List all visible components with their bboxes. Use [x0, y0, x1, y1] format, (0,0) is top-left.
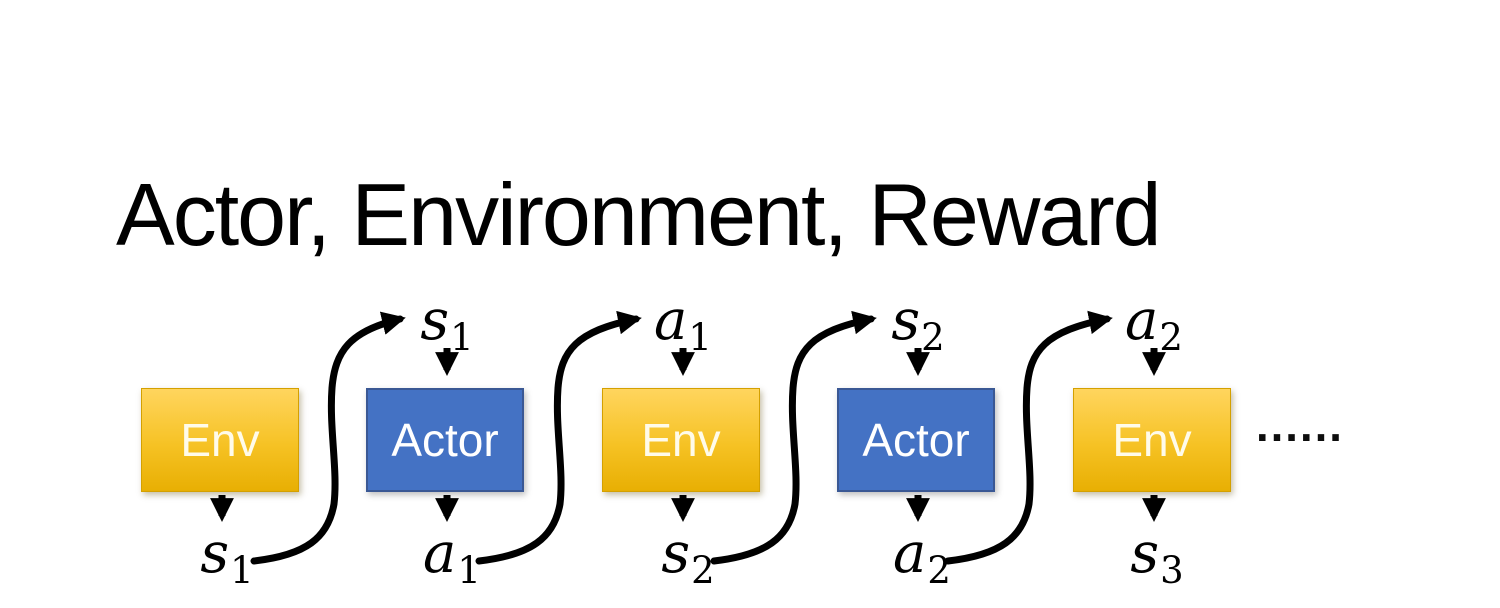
- math-base: s: [420, 288, 450, 353]
- env-box-3-label: Env: [1112, 414, 1192, 466]
- math-sub: 1: [688, 316, 712, 359]
- bottom-label-s2: s2: [661, 526, 715, 592]
- top-label-s2: s2: [891, 293, 945, 359]
- math-base: a: [893, 521, 927, 586]
- env-box-2-label: Env: [641, 414, 721, 466]
- math-sub: 3: [1160, 549, 1184, 592]
- math-base: s: [661, 521, 691, 586]
- top-label-s1: s1: [420, 293, 474, 359]
- math-base: a: [423, 521, 457, 586]
- math-sub: 1: [230, 549, 254, 592]
- bottom-label-a1: a1: [423, 526, 481, 592]
- actor-box-1: Actor: [366, 388, 524, 492]
- math-base: s: [200, 521, 230, 586]
- env-box-3: Env: [1073, 388, 1231, 492]
- env-box-1: Env: [141, 388, 299, 492]
- math-sub: 2: [691, 549, 715, 592]
- top-label-a2: a2: [1125, 293, 1183, 359]
- math-sub: 2: [1159, 316, 1183, 359]
- continuation-dots: ……: [1254, 399, 1344, 451]
- math-sub: 2: [927, 549, 951, 592]
- math-sub: 1: [457, 549, 481, 592]
- math-base: s: [891, 288, 921, 353]
- bottom-label-a2: a2: [893, 526, 951, 592]
- math-sub: 1: [450, 316, 474, 359]
- bottom-label-s1: s1: [200, 526, 254, 592]
- actor-box-2: Actor: [837, 388, 995, 492]
- actor-box-1-label: Actor: [391, 414, 499, 466]
- bottom-label-s3: s3: [1130, 526, 1184, 592]
- math-base: s: [1130, 521, 1160, 586]
- math-base: a: [654, 288, 688, 353]
- top-label-a1: a1: [654, 293, 712, 359]
- env-box-2: Env: [602, 388, 760, 492]
- math-base: a: [1125, 288, 1159, 353]
- math-sub: 2: [921, 316, 945, 359]
- slide-title: Actor, Environment, Reward: [116, 164, 1162, 264]
- env-box-1-label: Env: [180, 414, 260, 466]
- actor-box-2-label: Actor: [862, 414, 970, 466]
